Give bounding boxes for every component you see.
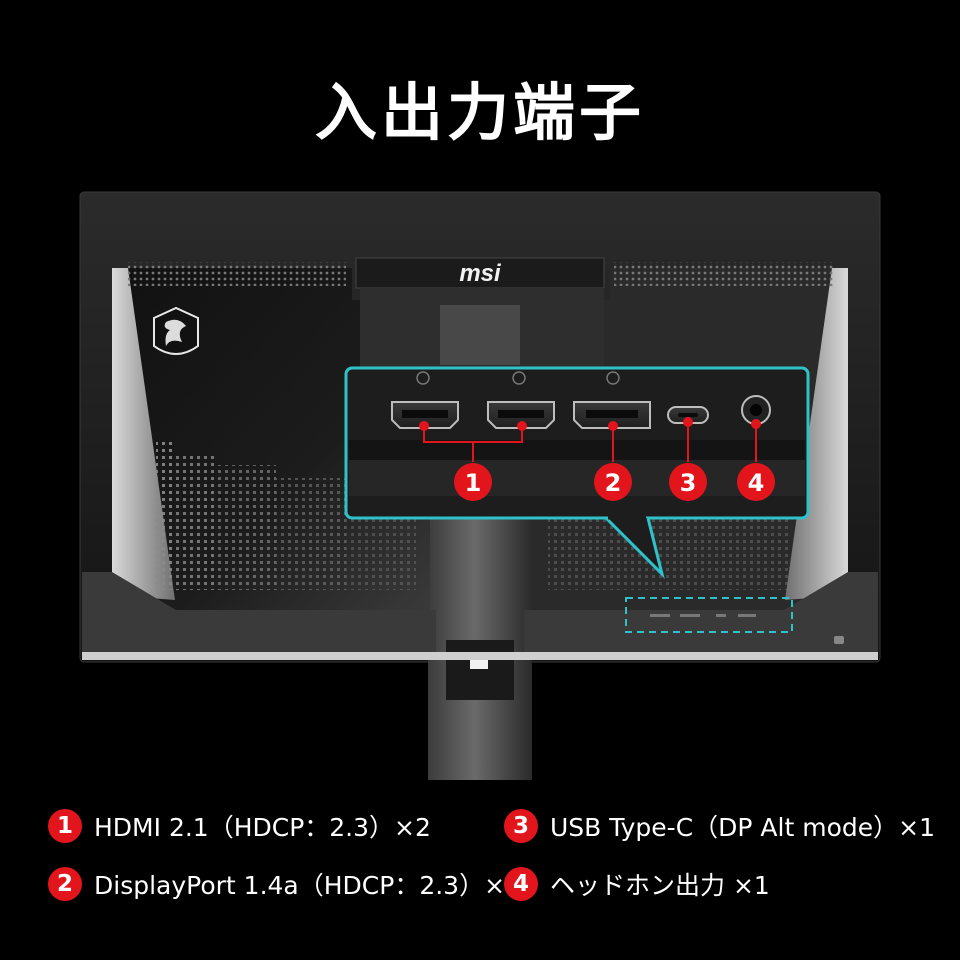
spec-number-badge: 4 [504,867,538,901]
spec-number-badge: 2 [48,867,82,901]
spec-item-displayport: 2 DisplayPort 1.4a（HDCP：2.3）×1 [48,866,521,902]
kensington-lock-icon [834,636,844,644]
spec-number-badge: 3 [504,809,538,843]
spec-item-headphone: 4 ヘッドホン出力 ×1 [504,866,770,902]
spec-text: ヘッドホン出力 ×1 [550,871,770,900]
hdmi-port-1 [391,401,459,429]
bottom-frame [82,572,436,660]
callout-badge-3: 3 [680,469,697,497]
screw-icons [416,371,620,385]
port-location-marker [625,597,793,633]
callout-badge-4: 4 [748,469,765,497]
spec-text: HDMI 2.1（HDCP：2.3）×2 [94,813,431,842]
callout-badge-2: 2 [605,469,622,497]
spec-item-hdmi: 1 HDMI 2.1（HDCP：2.3）×2 [48,808,431,844]
left-vent [128,262,346,286]
msi-logo: msi [459,260,502,287]
spec-text: DisplayPort 1.4a（HDCP：2.3）×1 [94,871,521,900]
callout-leader-lines [419,417,761,462]
spec-number-badge: 1 [48,809,82,843]
spec-text: USB Type-C（DP Alt mode）×1 [550,813,935,842]
right-vent [614,262,834,286]
spec-item-usb-c: 3 USB Type-C（DP Alt mode）×1 [504,808,935,844]
hdmi-port-2 [487,401,555,429]
page-title: 入出力端子 [314,76,645,149]
dragon-shield-icon [153,306,199,355]
callout-badge-1: 1 [465,469,482,497]
